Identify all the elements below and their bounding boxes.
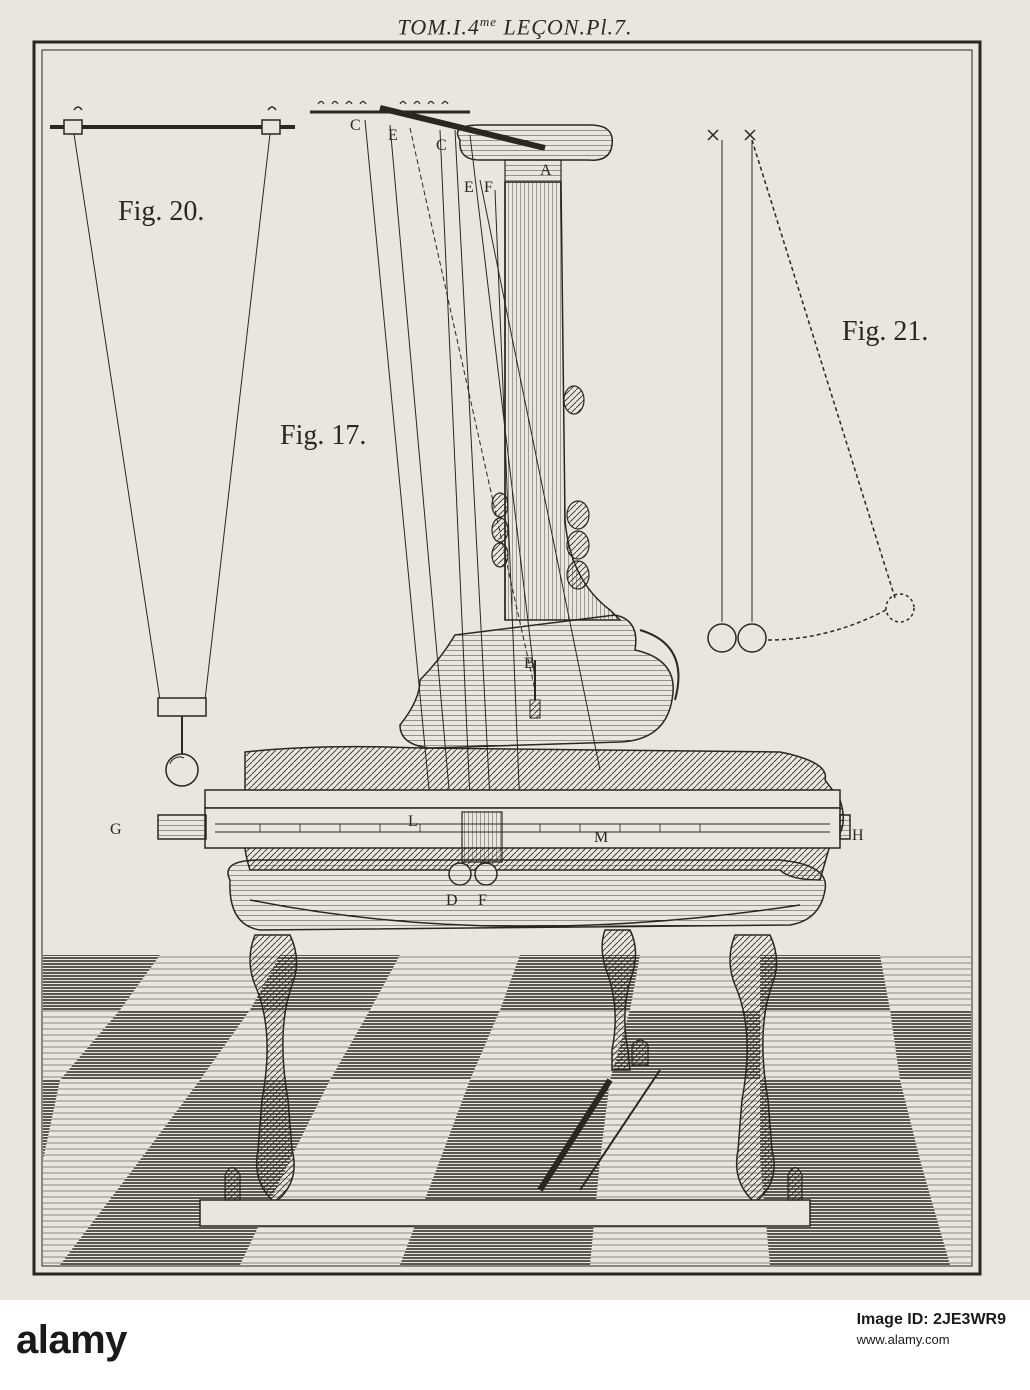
letter-c2: C xyxy=(436,137,447,154)
letter-e1: E xyxy=(388,127,398,144)
image-info: Image ID: 2JE3WR9 www.alamy.com xyxy=(857,1310,1006,1350)
letter-f2: F xyxy=(478,892,487,909)
watermark-footer: alamy Image ID: 2JE3WR9 www.alamy.com xyxy=(0,1300,1030,1390)
plate-header-superscript: me xyxy=(479,14,498,29)
alamy-logo-text: alamy xyxy=(16,1318,127,1362)
plate-header: TOM.I.4me LEÇON.Pl.7. xyxy=(0,14,1030,40)
letter-a: A xyxy=(540,162,552,179)
engraved-plate: TOM.I.4me LEÇON.Pl.7. Fig. 20. Fig. 17. … xyxy=(0,0,1030,1300)
alamy-logo: alamy xyxy=(16,1318,127,1363)
letter-m: M xyxy=(594,829,609,846)
plate-header-lecon: LEÇON.Pl.7. xyxy=(497,14,633,40)
letter-c1: C xyxy=(350,117,361,134)
engraving-illustration xyxy=(32,40,982,1276)
letter-f1: F xyxy=(484,179,493,196)
image-url: www.alamy.com xyxy=(856,1332,950,1347)
fig-21-pendulums xyxy=(707,129,915,653)
letter-h: H xyxy=(852,827,864,844)
fig-17-label: Fig. 17. xyxy=(280,420,367,451)
letter-l: L xyxy=(408,813,418,830)
fig-21-label: Fig. 21. xyxy=(842,316,929,347)
fig-17-apparatus xyxy=(157,100,851,1227)
letter-b: B xyxy=(524,655,535,672)
letter-e2: E xyxy=(464,179,474,196)
image-id: Image ID: 2JE3WR9 xyxy=(856,1311,1006,1328)
letter-g: G xyxy=(110,821,122,838)
fig-20-pendulum xyxy=(50,106,295,787)
plate-header-tome: TOM.I.4 xyxy=(397,14,480,40)
plate-border-outer xyxy=(32,40,982,1276)
plate-border-inner xyxy=(41,49,973,1267)
fig-20-label: Fig. 20. xyxy=(118,196,205,227)
letter-d: D xyxy=(446,892,458,909)
